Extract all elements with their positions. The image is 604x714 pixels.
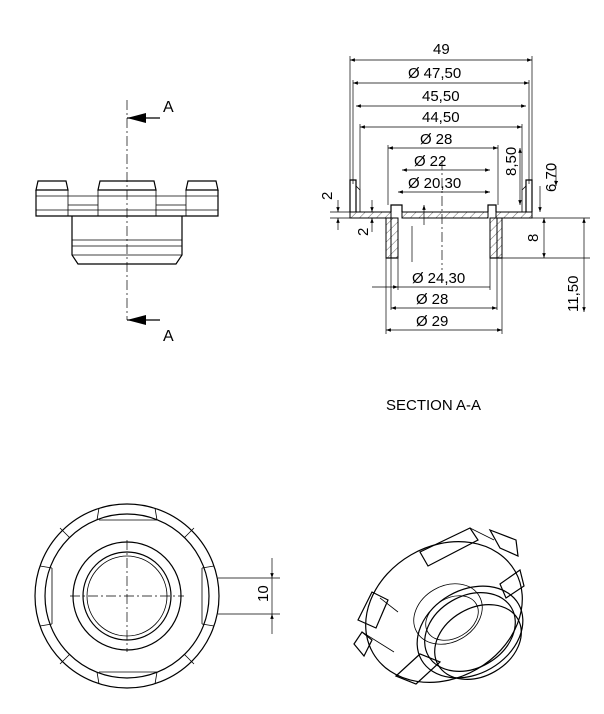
- dim-6-70: 6,70: [543, 163, 560, 192]
- dim-28-top: 28: [436, 131, 453, 148]
- svg-text:Ø47,50: Ø47,50: [408, 65, 461, 82]
- dim-2-upper: 2: [319, 192, 336, 200]
- dim-47-50: 47,50: [424, 65, 462, 82]
- svg-text:Ø29: Ø29: [416, 313, 448, 330]
- svg-text:Ø28: Ø28: [420, 131, 452, 148]
- dim-44-50: 44,50: [422, 109, 460, 126]
- dim-2-lower: 2: [355, 228, 372, 236]
- dim-11-50: 11,50: [565, 276, 582, 312]
- dim-8: 8: [525, 234, 542, 242]
- top-view: 10: [34, 503, 280, 689]
- isometric-view: [353, 527, 525, 685]
- diameter-symbol: Ø: [408, 65, 420, 82]
- dim-28-bottom: 28: [432, 291, 449, 308]
- diameter-symbol: Ø: [414, 153, 426, 170]
- dim-22: 22: [430, 153, 447, 170]
- section-label-bottom: A: [163, 328, 174, 345]
- dim-10: 10: [255, 585, 272, 602]
- svg-text:Ø24,30: Ø24,30: [412, 270, 465, 287]
- svg-text:Ø20,30: Ø20,30: [408, 175, 461, 192]
- dim-29: 29: [432, 313, 449, 330]
- front-view: A A: [35, 99, 219, 345]
- section-title: SECTION A-A: [386, 397, 481, 414]
- diameter-symbol: Ø: [408, 175, 420, 192]
- dim-45-50: 45,50: [422, 88, 460, 105]
- dim-20-30: 20,30: [424, 175, 462, 192]
- dim-8-50: 8,50: [503, 147, 520, 176]
- dim-24-30: 24,30: [428, 270, 466, 287]
- dim-49: 49: [433, 41, 450, 58]
- svg-text:Ø28: Ø28: [416, 291, 448, 308]
- diameter-symbol: Ø: [420, 131, 432, 148]
- svg-text:Ø22: Ø22: [414, 153, 446, 170]
- diameter-symbol: Ø: [412, 270, 424, 287]
- diameter-symbol: Ø: [416, 291, 428, 308]
- diameter-symbol: Ø: [416, 313, 428, 330]
- section-label-top: A: [163, 99, 174, 116]
